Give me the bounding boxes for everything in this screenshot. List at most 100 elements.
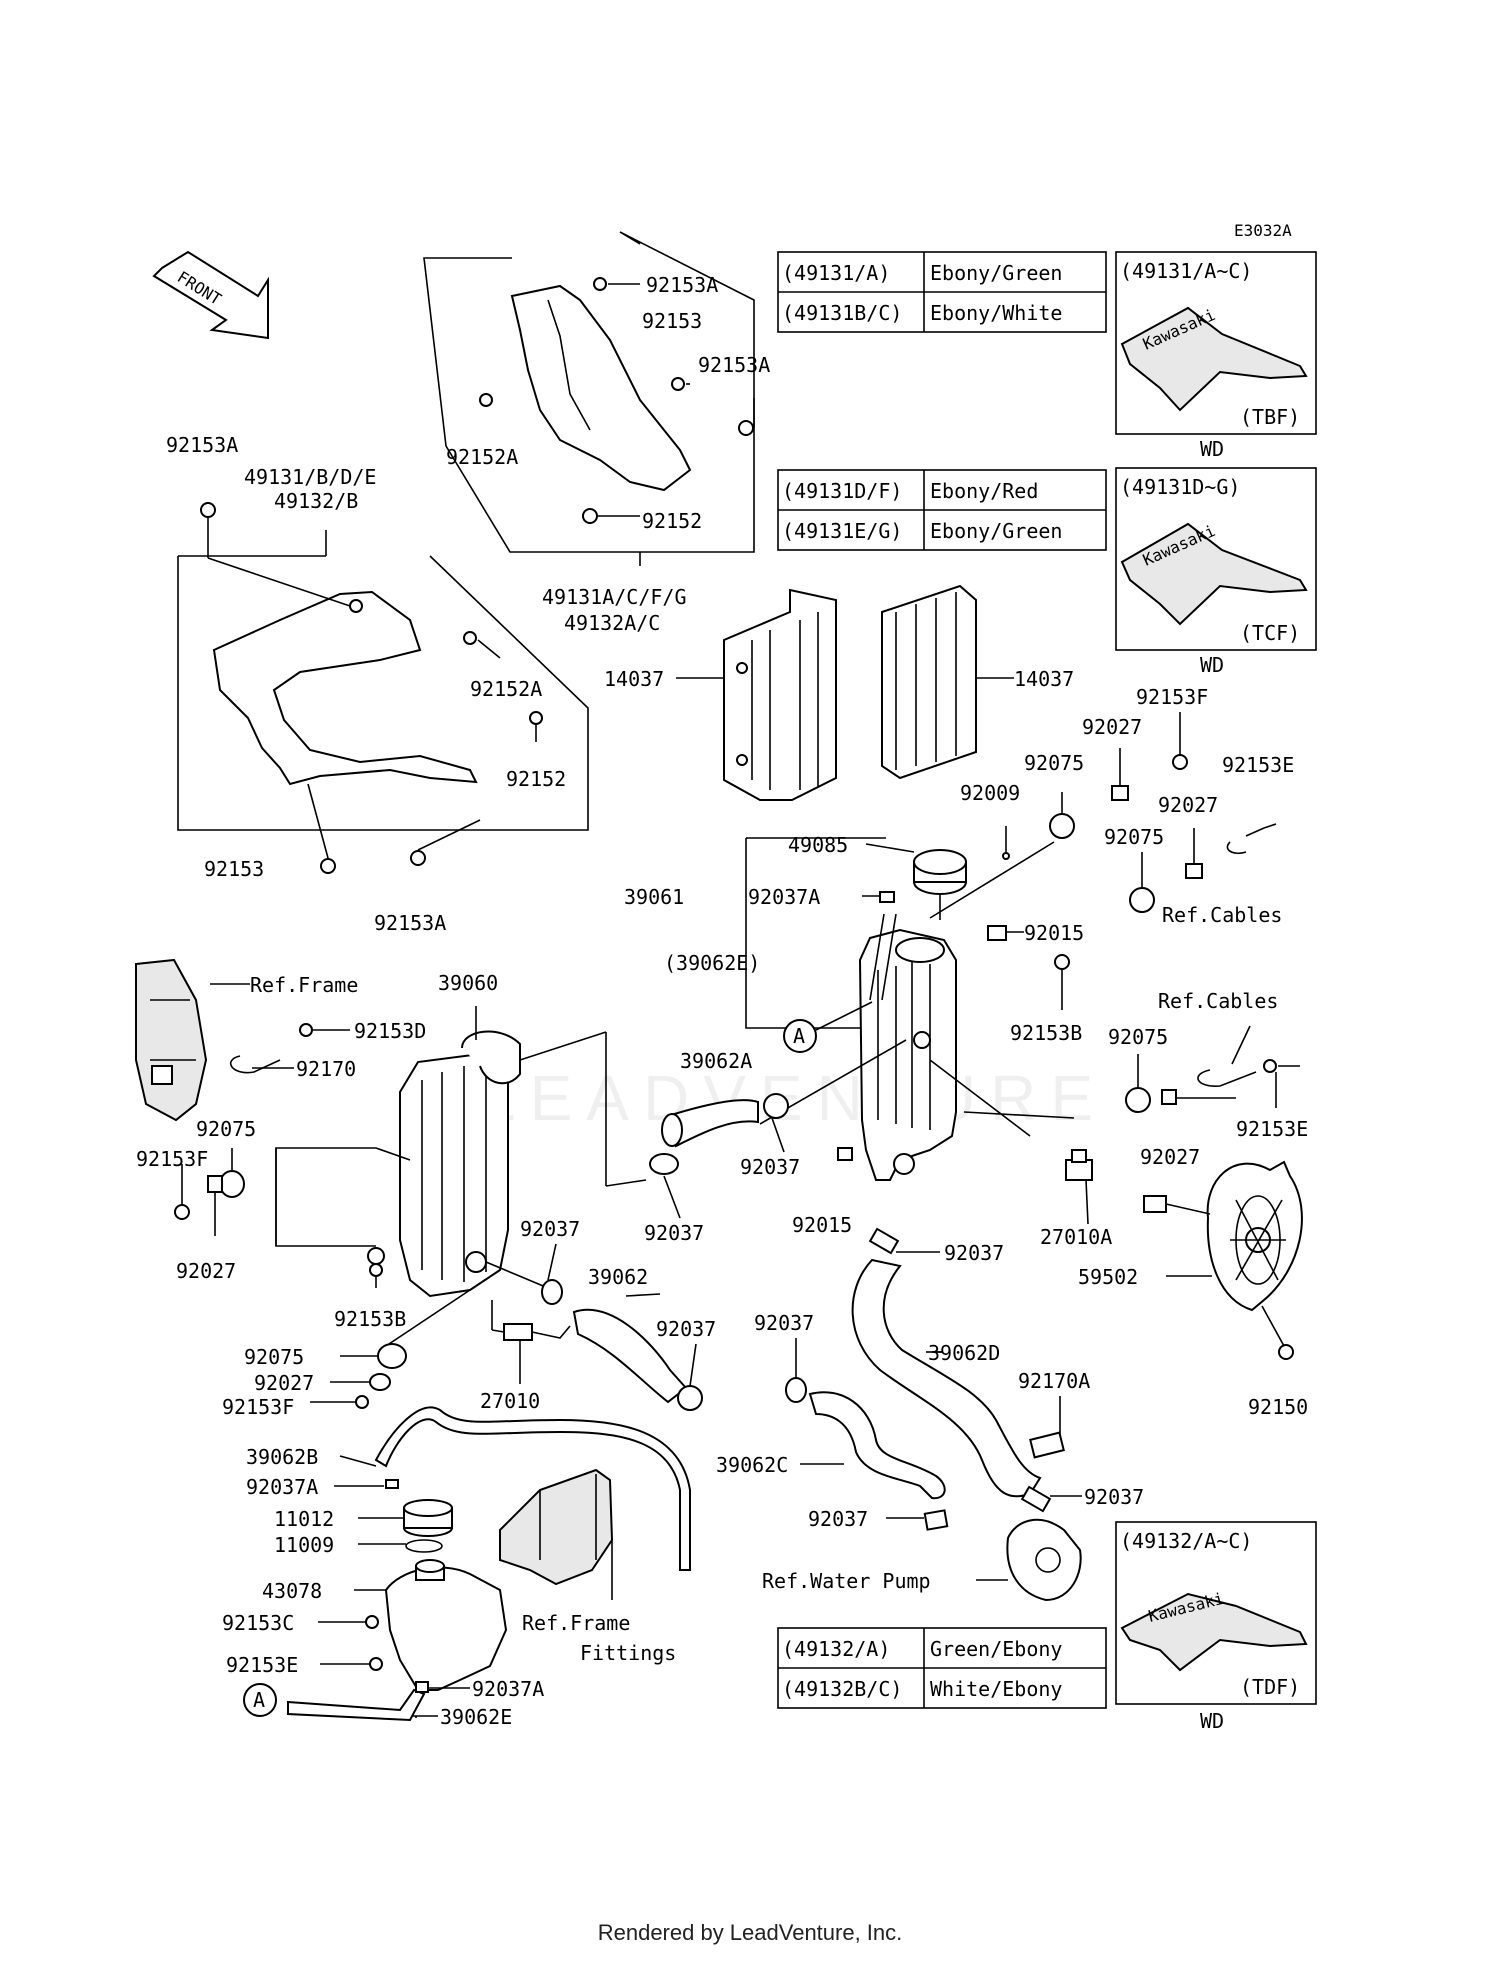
part-label: Ref.Cables (1158, 989, 1278, 1013)
circle-a-marker: A (243, 1683, 277, 1717)
table-cell-code: (49131/A) (782, 261, 890, 285)
part-label: 49131/B/D/E (244, 465, 376, 489)
part-label: 39062B (246, 1445, 318, 1469)
bolt-icon (738, 420, 754, 436)
watermark: LEADVENTURE (480, 1062, 1107, 1134)
inset-sub: WD (1200, 653, 1224, 677)
inset-title: (49132/A~C) (1120, 1529, 1252, 1553)
table-cell-color: Green/Ebony (930, 1637, 1062, 1661)
collar-icon (1161, 1089, 1177, 1105)
table-cell-color: Ebony/Green (930, 261, 1062, 285)
hose-39062-icon (541, 1243, 703, 1411)
bolt-icon (593, 277, 607, 291)
grommet-icon (1049, 813, 1075, 839)
bolt-icon (671, 377, 685, 391)
grommet-icon (1125, 1087, 1151, 1113)
overflow-hose-39062b-icon (339, 1406, 691, 1571)
part-label: 14037 (1014, 667, 1074, 691)
grommet-icon (1129, 887, 1155, 913)
part-label: 92153A (374, 911, 446, 935)
bolt-icon (369, 1657, 383, 1671)
part-label: 43078 (262, 1579, 322, 1603)
color-table-1: (49131/A) Ebony/Green (49131B/C) Ebony/W… (777, 251, 1107, 333)
hose-clamp-icon (785, 1338, 807, 1403)
filler-neck-icon (895, 937, 945, 963)
part-label: 11012 (274, 1507, 334, 1531)
bolt-icon (320, 858, 336, 874)
table-cell-code: (49132B/C) (782, 1677, 902, 1701)
inset-code: (TDF) (1240, 1675, 1300, 1699)
bolt-icon (1054, 954, 1070, 970)
washer-icon (369, 1373, 391, 1391)
cable-clip-icon (1197, 1069, 1257, 1087)
bolt-icon (200, 502, 216, 518)
part-label: 92153A (698, 353, 770, 377)
clip-icon (837, 1147, 853, 1161)
part-label: 92015 (1024, 921, 1084, 945)
right-hardware (929, 712, 1277, 919)
table-cell-code: (49132/A) (782, 1637, 890, 1661)
part-label: Fittings (580, 1641, 676, 1665)
hose-39062d-icon (851, 1258, 1042, 1498)
part-label: 39062A (680, 1049, 752, 1073)
hose-39062c-icon (800, 1391, 946, 1500)
bolt-icon (1172, 754, 1188, 770)
bolt-icon (174, 1204, 190, 1220)
grommet-icon (529, 711, 543, 725)
hose-clamp-icon (868, 1227, 940, 1255)
table-cell-color: Ebony/Green (930, 519, 1062, 543)
part-label: 92153F (136, 1147, 208, 1171)
part-label: 92075 (196, 1117, 256, 1141)
clamp-icon (229, 1055, 281, 1074)
inset-code: (TBF) (1240, 405, 1300, 429)
clamp-icon (415, 1681, 429, 1693)
hose-clamp-icon (677, 1385, 703, 1411)
part-label: 27010A (1040, 1225, 1112, 1249)
part-label: 27010 (480, 1389, 540, 1413)
thermo-switch-icon (1065, 1149, 1093, 1225)
part-label: 92027 (1158, 793, 1218, 817)
part-label: 92037 (1084, 1485, 1144, 1509)
part-label: 92037A (748, 885, 820, 909)
bolt-icon (1278, 1344, 1294, 1360)
part-label: 92075 (1024, 751, 1084, 775)
fan-icon (1143, 1160, 1303, 1360)
bolt-icon (355, 1395, 369, 1409)
part-label: 39060 (438, 971, 498, 995)
part-label: 92037 (656, 1317, 716, 1341)
grommet-icon (463, 631, 477, 645)
frame-ref-icon (135, 958, 350, 1122)
radiator-cap-icon (913, 849, 967, 920)
circle-a-label: A (793, 1024, 805, 1048)
part-label: 92037 (520, 1217, 580, 1241)
clip-icon (987, 925, 1007, 941)
sleeve-92170a-icon (1029, 1396, 1065, 1459)
part-label: 92153E (226, 1653, 298, 1677)
grommet-icon (377, 1343, 407, 1369)
inset-shroud-tbf: (49131/A~C) Kawasaki (TBF) WD (1115, 251, 1317, 461)
part-label: 92170 (296, 1057, 356, 1081)
part-label: 92153B (334, 1307, 406, 1331)
part-label: 49132/B (274, 489, 358, 513)
temp-sensor-icon (491, 1300, 571, 1384)
left-shroud-group (177, 502, 589, 874)
part-label: 59502 (1078, 1265, 1138, 1289)
part-label: (39062E) (664, 951, 760, 975)
part-label: 92153C (222, 1611, 294, 1635)
part-label: 92037 (740, 1155, 800, 1179)
right-shroud-icon (510, 284, 692, 492)
part-label: 92037 (644, 1221, 704, 1245)
hose-39062a-icon (649, 1093, 789, 1219)
bottom-left-hardware (310, 1343, 407, 1409)
part-label: 14037 (604, 667, 664, 691)
radiator-icon (399, 1052, 509, 1298)
part-label: 49085 (788, 833, 848, 857)
part-label: 39062D (928, 1341, 1000, 1365)
color-table-2: (49131D/F) Ebony/Red (49131E/G) Ebony/Gr… (777, 469, 1107, 551)
reservoir-bracket-icon (499, 1468, 614, 1600)
inset-sub: WD (1200, 437, 1224, 461)
part-label: 92170A (1018, 1369, 1090, 1393)
bolt-92153b (369, 1263, 383, 1277)
part-label: 92153E (1236, 1117, 1308, 1141)
gasket-icon (405, 1539, 443, 1553)
